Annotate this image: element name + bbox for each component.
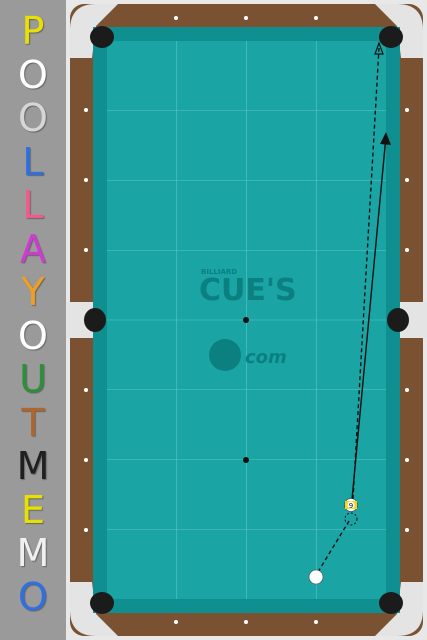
logo-brand-text: CUE'S (199, 273, 297, 308)
ghost-ball (344, 512, 358, 526)
title-letter: O (18, 52, 48, 97)
arrow-head-icon (380, 132, 391, 145)
title-letter: L (22, 183, 44, 227)
diamond-marker-icon (84, 458, 88, 462)
diamond-marker-icon (405, 108, 409, 112)
title-letter: M (16, 531, 50, 575)
logo-small-text: BILLIARD (201, 268, 237, 276)
diamond-marker-icon (174, 620, 178, 624)
diamond-marker-icon (84, 248, 88, 252)
diamond-marker-icon (314, 16, 318, 20)
cue-after-contact-path (350, 135, 387, 511)
diamond-marker-icon (405, 458, 409, 462)
diamond-markers (84, 16, 409, 624)
title-letter: Y (21, 270, 45, 314)
diamond-marker-icon (314, 620, 318, 624)
title-letter: O (18, 96, 48, 140)
title-letter: P (21, 9, 45, 53)
logo-d-icon (209, 339, 241, 371)
title-letter: L (22, 139, 44, 184)
diamond-marker-icon (405, 178, 409, 182)
title-letter: O (18, 313, 48, 358)
diamond-marker-icon (84, 178, 88, 182)
title-letter: O (18, 574, 48, 619)
object-ball[interactable]: 9 (344, 498, 358, 512)
diamond-marker-icon (244, 16, 248, 20)
title-letter: A (20, 226, 46, 271)
table-logo: BILLIARD CUE'S com (199, 268, 297, 371)
object-ball-label: 9 (349, 502, 353, 510)
title-letter: U (19, 357, 47, 401)
diamond-marker-icon (405, 248, 409, 252)
title-letter: T (21, 400, 45, 445)
object-ball-path (352, 47, 380, 500)
pocket-icon (84, 26, 409, 614)
center-spot (243, 317, 249, 323)
title-letter: M (16, 444, 50, 488)
diamond-marker-icon (405, 388, 409, 392)
diamond-marker-icon (174, 16, 178, 20)
diamond-marker-icon (84, 388, 88, 392)
shot-paths (317, 47, 387, 573)
cue-ball-path (317, 520, 350, 573)
diamond-marker-icon (84, 528, 88, 532)
arrow-head-icon (374, 41, 384, 55)
title-letter: E (20, 487, 45, 532)
cue-ball[interactable] (308, 569, 324, 585)
diamond-marker-icon (244, 620, 248, 624)
diamond-marker-icon (84, 108, 88, 112)
diamond-marker-icon (405, 528, 409, 532)
head-spot (243, 457, 249, 463)
logo-com-text: com (245, 347, 287, 368)
